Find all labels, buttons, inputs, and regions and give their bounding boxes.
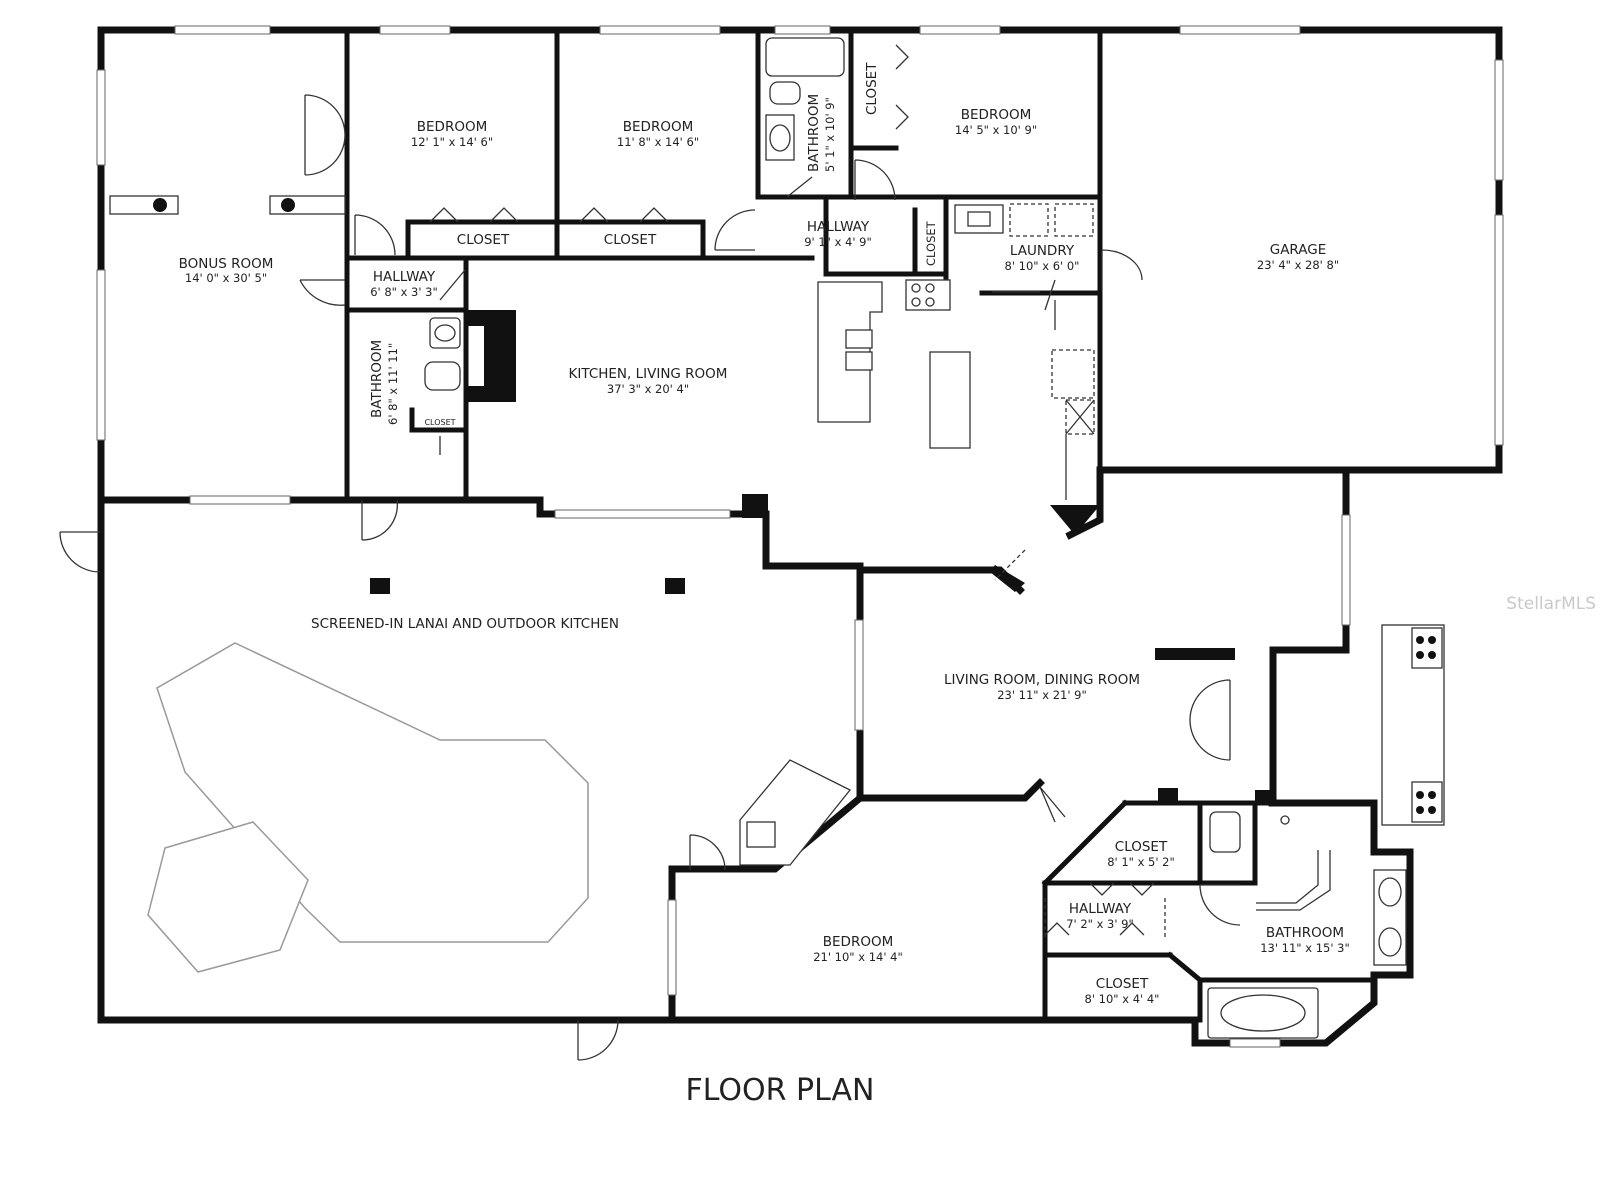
room-name-hallway-1: HALLWAY (807, 219, 870, 235)
bathtub (765, 37, 845, 77)
room-name-bathroom-3: BATHROOM (1266, 925, 1344, 941)
closet-label-4: CLOSET (924, 220, 938, 266)
room-name-laundry: LAUNDRY (1010, 243, 1075, 259)
room-dims-kitchen: 37' 3" x 20' 4" (607, 382, 689, 396)
kitchen-island (929, 351, 971, 449)
room-name-bathroom-2: BATHROOM (369, 340, 385, 418)
room-dims-bedroom-4: 21' 10" x 14' 4" (813, 950, 903, 964)
room-labels: BONUS ROOM 14' 0" x 30' 5" BEDROOM 12' 1… (179, 62, 1350, 1006)
closet-label-2: CLOSET (604, 232, 657, 248)
room-name-hallway-3: HALLWAY (1069, 901, 1132, 917)
closet-label-1: CLOSET (457, 232, 510, 248)
room-dims-bathroom-3: 13' 11" x 15' 3" (1260, 941, 1350, 955)
room-dims-hallway-2: 6' 8" x 3' 3" (370, 285, 438, 299)
closet-label-5: CLOSET (424, 418, 455, 427)
room-dims-garage: 23' 4" x 28' 8" (1257, 258, 1339, 272)
room-name-living: LIVING ROOM, DINING ROOM (944, 672, 1140, 688)
room-dims-living: 23' 11" x 21' 9" (997, 688, 1087, 702)
structural-blocks (370, 310, 1273, 804)
room-name-closet-m1: CLOSET (1115, 839, 1168, 855)
doors (59, 44, 1241, 1061)
room-name-bathroom-1: BATHROOM (806, 94, 822, 172)
room-name-bedroom-2: BEDROOM (623, 119, 693, 135)
watermark: StellarMLS (1506, 594, 1596, 614)
plan-title: FLOOR PLAN (686, 1073, 875, 1108)
room-dims-closet-m2: 8' 10" x 4' 4" (1085, 992, 1160, 1006)
room-dims-hallway-3: 7' 2" x 3' 9" (1066, 917, 1134, 931)
spa (147, 821, 309, 973)
fixtures (109, 37, 1445, 1039)
room-dims-laundry: 8' 10" x 6' 0" (1005, 259, 1080, 273)
room-name-bedroom-3: BEDROOM (961, 107, 1031, 123)
room-dims-hallway-1: 9' 1" x 4' 9" (804, 235, 872, 249)
fireplace (466, 310, 516, 402)
room-dims-bathroom-2: 6' 8" x 11' 11" (386, 343, 400, 425)
room-name-garage: GARAGE (1270, 242, 1327, 258)
room-dims-bedroom-1: 12' 1" x 14' 6" (411, 135, 493, 149)
room-dims-bedroom-3: 14' 5" x 10' 9" (955, 123, 1037, 137)
room-name-kitchen: KITCHEN, LIVING ROOM (569, 366, 728, 382)
windows (96, 25, 1504, 1048)
room-dims-bedroom-2: 11' 8" x 14' 6" (617, 135, 699, 149)
pool (156, 642, 589, 943)
room-name-bonus: BONUS ROOM (179, 256, 274, 272)
room-name-bedroom-4: BEDROOM (823, 934, 893, 950)
room-name-lanai: SCREENED-IN LANAI AND OUTDOOR KITCHEN (311, 616, 619, 632)
room-name-bedroom-1: BEDROOM (417, 119, 487, 135)
room-name-closet-m2: CLOSET (1096, 976, 1149, 992)
room-dims-bonus: 14' 0" x 30' 5" (185, 271, 267, 285)
closet-label-3: CLOSET (864, 62, 880, 115)
room-name-hallway-2: HALLWAY (373, 269, 436, 285)
room-dims-closet-m1: 8' 1" x 5' 2" (1107, 855, 1175, 869)
room-dims-bathroom-1: 5' 1" x 10' 9" (823, 97, 837, 172)
